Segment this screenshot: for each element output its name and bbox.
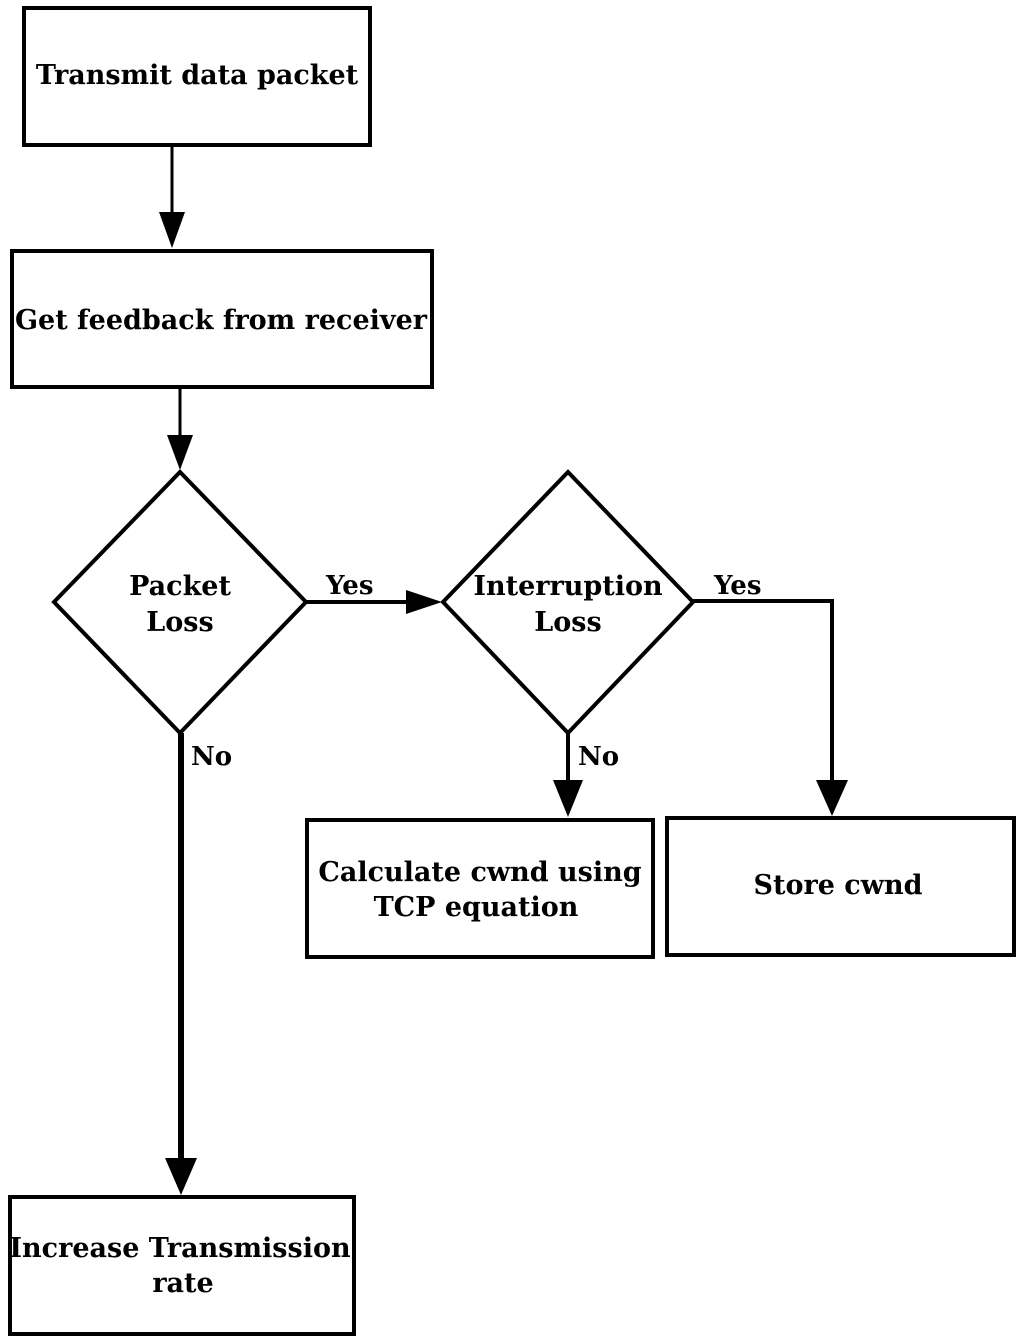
interruption-yes-label: Yes: [713, 571, 761, 601]
packet-loss-no-label: No: [191, 742, 232, 772]
interruption-no-label: No: [578, 742, 619, 772]
packet-loss-label-line2: Loss: [146, 607, 213, 638]
arrow-feedback-to-packet-loss: [167, 387, 193, 470]
store-label: Store cwnd: [754, 870, 923, 901]
calculate-box: [305, 818, 655, 959]
feedback-label: Get feedback from receiver: [15, 305, 428, 336]
increase-label-line1: Increase Transmission: [9, 1233, 351, 1264]
increase-label-line2: rate: [152, 1268, 213, 1299]
calculate-label-line1: Calculate cwnd using: [318, 857, 641, 888]
transmit-label: Transmit data packet: [36, 60, 359, 91]
arrow-packet-loss-no: [165, 733, 197, 1195]
interruption-loss-label-line2: Loss: [534, 607, 601, 638]
arrow-interruption-no: [553, 733, 583, 817]
packet-loss-decision: [51, 469, 309, 736]
arrow-packet-loss-yes: [306, 590, 442, 614]
transmit-box: [22, 6, 372, 147]
feedback-box: [10, 249, 434, 389]
arrow-interruption-yes: [693, 599, 848, 816]
increase-box: [8, 1195, 356, 1336]
arrow-transmit-to-feedback: [159, 145, 185, 248]
packet-loss-yes-label: Yes: [325, 571, 373, 601]
interruption-loss-decision: [440, 469, 696, 736]
calculate-label-line2: TCP equation: [374, 892, 579, 923]
store-box: [665, 816, 1016, 957]
packet-loss-label-line1: Packet: [129, 571, 231, 602]
interruption-loss-label-line1: Interruption: [473, 571, 663, 602]
